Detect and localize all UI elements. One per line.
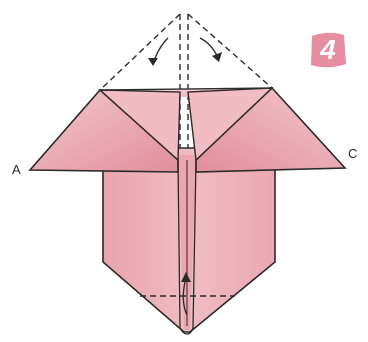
fold-arrow-icon	[148, 38, 222, 66]
step-number: 4	[308, 30, 348, 70]
label-point-a: A	[12, 162, 21, 177]
step-number-badge: 4	[308, 30, 348, 70]
label-point-c: C	[348, 146, 357, 161]
